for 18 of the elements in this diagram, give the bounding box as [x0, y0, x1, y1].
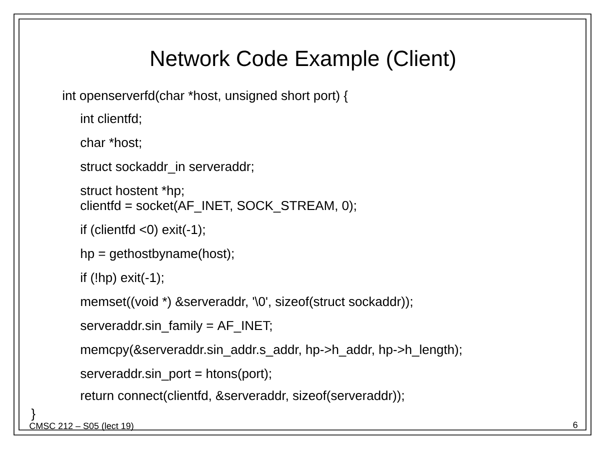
- code-line: }: [31, 408, 36, 421]
- code-line: serveraddr.sin_family = AF_INET;: [80, 320, 272, 333]
- code-line: struct hostent *hp;: [80, 186, 184, 198]
- code-line: memcpy(&serveraddr.sin_addr.s_addr, hp->h_addr, hp->h_length);: [81, 344, 462, 357]
- code-line: if (clientfd <0) exit(-1);: [81, 224, 205, 237]
- code-line: hp = gethostbyname(host);: [81, 248, 234, 261]
- code-line: int openserverfd(char *host, unsigned short port) {: [63, 90, 348, 103]
- slide-title: Network Code Example (Client): [151, 50, 456, 71]
- code-line: serveraddr.sin_port = htons(port);: [80, 368, 271, 381]
- footer-text: CMSC 212 – S05 (lect 19): [30, 422, 134, 431]
- code-line: memset((void *) &serveraddr, '\0', sizeof(struct sockaddr));: [81, 296, 412, 309]
- page-number: 6: [573, 422, 578, 428]
- code-line: clientfd = socket(AF_INET, SOCK_STREAM, 0);: [80, 200, 356, 213]
- code-line: return connect(clientfd, &serveraddr, sizeof(serveraddr));: [81, 390, 404, 403]
- code-line: char *host;: [80, 138, 141, 149]
- code-line: struct sockaddr_in serveraddr;: [80, 162, 254, 174]
- code-line: if (!hp) exit(-1);: [81, 272, 164, 285]
- code-line: int clientfd;: [81, 114, 141, 125]
